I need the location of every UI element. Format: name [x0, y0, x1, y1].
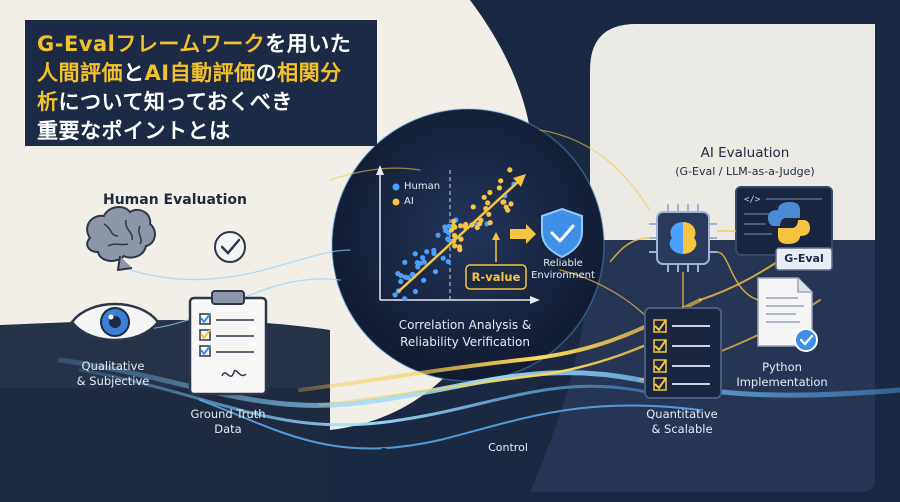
scatter-point	[414, 260, 420, 266]
scatter-point	[486, 211, 492, 217]
svg-text:</>: </>	[744, 195, 761, 205]
title-line-2: 人間評価とAI自動評価の相関分	[37, 59, 365, 88]
scatter-point	[421, 277, 427, 283]
clipboard-icon	[188, 290, 268, 396]
scatter-point	[402, 259, 408, 265]
geval-tag-box	[775, 247, 833, 271]
scatter-point	[485, 200, 491, 206]
scatter-point	[398, 278, 404, 285]
scatter-point	[405, 275, 411, 281]
scatter-point	[424, 249, 430, 255]
trend-arrow	[397, 174, 526, 293]
scatter-point	[445, 236, 451, 242]
center-circle	[332, 109, 604, 381]
scatter-point	[470, 204, 476, 210]
scatter-point	[508, 201, 514, 207]
ai-connectors	[609, 230, 759, 308]
scatter-point	[402, 296, 408, 302]
scatter-point	[432, 269, 439, 275]
ground-truth-label: Ground Truth Data	[190, 407, 266, 436]
scatter-point	[431, 247, 437, 253]
scatter-point	[451, 232, 458, 239]
title-part: 相関分	[277, 61, 342, 85]
python-logo-icon	[768, 202, 810, 244]
scatter-point	[487, 189, 493, 196]
scatter-point	[440, 255, 446, 261]
scatter-point	[443, 227, 449, 234]
scatter-point	[503, 204, 509, 210]
title-line-4: 重要なポイントとは	[37, 119, 231, 143]
scatter-point	[458, 236, 464, 242]
title-part: を用いた	[265, 32, 352, 56]
scatter-point	[478, 217, 484, 223]
scatter-point	[412, 288, 418, 295]
code-window-icon: </>	[735, 186, 833, 256]
legend-ai-label: AI	[404, 196, 414, 207]
r-value-box	[465, 264, 527, 290]
ai-evaluation-subheading: (G-Eval / LLM-as-a-Judge)	[675, 165, 815, 178]
scatter-point	[445, 259, 451, 265]
scatter-point	[507, 167, 513, 173]
scatter-point	[458, 223, 464, 229]
scatter-point	[412, 251, 418, 257]
legend-human-label: Human	[404, 181, 441, 192]
scatter-point	[420, 255, 426, 261]
eye-icon	[70, 302, 160, 342]
scatter-point	[474, 224, 480, 231]
scatter-point	[451, 218, 457, 224]
brain-icon	[86, 206, 156, 272]
reliable-environment-label: Reliable Environment	[531, 258, 595, 281]
python-implementation-label: Python Implementation	[736, 360, 828, 389]
lower-left-shade	[0, 388, 330, 502]
scatter-point	[498, 178, 504, 184]
ai-evaluation-heading: AI Evaluation	[700, 145, 790, 161]
title-box: G-Evalフレームワークを用いた 人間評価とAI自動評価の相関分 析について知…	[25, 20, 377, 146]
title-part: 析	[37, 90, 59, 114]
control-label: Control	[488, 441, 528, 454]
scatter-point	[398, 273, 404, 279]
scatter-point	[415, 264, 421, 270]
scatter-point	[501, 199, 507, 205]
shield-icon	[541, 207, 583, 259]
scatter-point	[448, 227, 455, 233]
scatter-point	[496, 185, 502, 191]
center-circle-rim	[331, 108, 605, 382]
r-value-label: R-value	[471, 270, 521, 284]
scatter-point	[450, 223, 457, 229]
document-icon	[757, 277, 818, 352]
qualitative-label: Qualitative & Subjective	[76, 359, 150, 388]
correlation-caption: Correlation Analysis & Reliability Verif…	[398, 318, 532, 349]
title-part: 人間評価	[37, 61, 123, 85]
scatter-point	[481, 194, 487, 200]
title-part: の	[255, 61, 278, 85]
title-line-1: G-Evalフレームワークを用いた	[37, 30, 365, 59]
chip-brain-icon	[649, 204, 717, 272]
check-circle-icon	[214, 231, 246, 263]
scatter-point	[457, 247, 463, 253]
title-part: について知っておくべき	[58, 90, 293, 114]
title-line-3: 析について知っておくべき	[37, 88, 365, 117]
legend-human-dot	[392, 183, 400, 191]
title-part: G-Evalフレームワーク	[37, 32, 266, 56]
legend-ai-dot	[392, 198, 400, 206]
geval-tag-label: G-Eval	[784, 252, 824, 265]
scatter-point	[435, 232, 441, 238]
statistical-basis-label: Statistical Basis	[367, 432, 423, 459]
scatter-points	[392, 167, 517, 302]
quantitative-label: Quantitative & Scalable	[646, 407, 718, 436]
scatter-point	[452, 243, 458, 249]
title-part: AI自動評価	[144, 61, 256, 85]
scatter-point	[487, 220, 493, 226]
scatter-point	[392, 292, 398, 298]
title-part: と	[123, 61, 145, 85]
human-evaluation-heading: Human Evaluation	[103, 192, 247, 208]
arrow-to-shield	[510, 224, 536, 244]
checklist-panel-icon	[644, 307, 722, 399]
scatter-point	[446, 223, 452, 229]
